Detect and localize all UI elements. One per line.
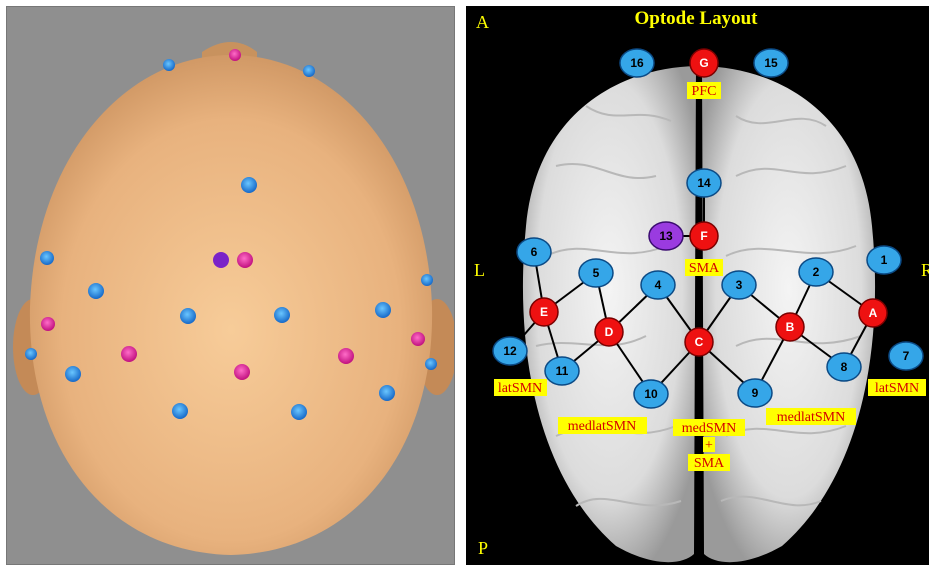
optode-marker <box>379 385 395 401</box>
detector-3: 3 <box>722 271 756 299</box>
svg-text:D: D <box>605 325 614 339</box>
posterior-marker: P <box>478 538 488 558</box>
detector-1: 1 <box>867 246 901 274</box>
svg-text:16: 16 <box>630 56 644 70</box>
detector-6: 6 <box>517 238 551 266</box>
label-latsmn-left: latSMN <box>494 379 547 396</box>
detector-9: 9 <box>738 379 772 407</box>
optode-marker <box>65 366 81 382</box>
diagram-title: Optode Layout <box>635 8 759 29</box>
optode-marker <box>241 177 257 193</box>
svg-text:SMA: SMA <box>694 456 725 471</box>
detector-5: 5 <box>579 259 613 287</box>
optode-marker <box>40 251 54 265</box>
optode-marker <box>425 358 437 370</box>
detector-7: 7 <box>889 342 923 370</box>
optode-marker <box>421 274 433 286</box>
source-f: F <box>690 222 718 250</box>
detector-8: 8 <box>827 353 861 381</box>
optode-layout-diagram: Optode Layout A P L R 1 2 3 4 5 6 7 8 9 … <box>466 6 929 565</box>
optode-marker <box>303 65 315 77</box>
anterior-marker: A <box>476 12 489 32</box>
svg-text:latSMN: latSMN <box>875 381 919 396</box>
svg-text:14: 14 <box>697 176 711 190</box>
optode-marker <box>172 403 188 419</box>
head-model-panel <box>6 6 455 565</box>
detector-15: 15 <box>754 49 788 77</box>
left-marker: L <box>474 260 485 280</box>
svg-text:PFC: PFC <box>692 84 717 99</box>
right-marker: R <box>921 260 929 280</box>
svg-text:11: 11 <box>556 364 569 378</box>
optode-marker <box>163 59 175 71</box>
svg-text:B: B <box>786 320 795 334</box>
source-a: A <box>859 299 887 327</box>
head-shape <box>30 55 432 555</box>
optode-marker <box>338 348 354 364</box>
source-c: C <box>685 328 713 356</box>
detector-12: 12 <box>493 337 527 365</box>
svg-text:8: 8 <box>841 360 848 374</box>
brain-illustration <box>523 66 875 562</box>
detector-2: 2 <box>799 258 833 286</box>
svg-text:3: 3 <box>736 278 743 292</box>
label-pfc: PFC <box>687 82 721 99</box>
svg-text:medSMN: medSMN <box>682 421 736 436</box>
svg-text:F: F <box>700 229 707 243</box>
label-latsmn-right: latSMN <box>868 379 926 396</box>
optode-marker <box>41 317 55 331</box>
svg-text:latSMN: latSMN <box>498 381 542 396</box>
svg-text:12: 12 <box>503 344 517 358</box>
source-d: D <box>595 318 623 346</box>
optode-marker <box>234 364 250 380</box>
detector-14: 14 <box>687 169 721 197</box>
svg-text:C: C <box>695 335 704 349</box>
detector-10: 10 <box>634 380 668 408</box>
optode-marker <box>411 332 425 346</box>
svg-text:15: 15 <box>764 56 778 70</box>
svg-text:medlatSMN: medlatSMN <box>777 410 845 425</box>
optode-marker-purple <box>213 252 229 268</box>
source-e: E <box>530 298 558 326</box>
svg-text:E: E <box>540 305 548 319</box>
svg-text:5: 5 <box>593 266 600 280</box>
svg-text:G: G <box>699 56 708 70</box>
optode-marker <box>237 252 253 268</box>
label-medlatsmn-right: medlatSMN <box>766 408 856 425</box>
svg-text:9: 9 <box>752 386 759 400</box>
detector-4: 4 <box>641 271 675 299</box>
optode-marker <box>180 308 196 324</box>
optode-layout-panel: Optode Layout A P L R 1 2 3 4 5 6 7 8 9 … <box>466 6 929 565</box>
svg-text:13: 13 <box>659 229 673 243</box>
detector-11: 11 <box>545 357 579 385</box>
source-b: B <box>776 313 804 341</box>
head-model-illustration <box>7 7 454 564</box>
svg-text:4: 4 <box>655 278 662 292</box>
detector-13: 13 <box>649 222 683 250</box>
optode-marker <box>291 404 307 420</box>
label-sma: SMA <box>685 259 723 276</box>
svg-text:SMA: SMA <box>689 261 720 276</box>
optode-marker <box>274 307 290 323</box>
svg-text:2: 2 <box>813 265 820 279</box>
svg-text:7: 7 <box>903 349 910 363</box>
svg-text:10: 10 <box>644 387 658 401</box>
optode-marker <box>121 346 137 362</box>
svg-text:1: 1 <box>881 253 888 267</box>
source-g: G <box>690 49 718 77</box>
optode-marker <box>229 49 241 61</box>
svg-text:6: 6 <box>531 245 538 259</box>
optode-marker <box>375 302 391 318</box>
svg-text:A: A <box>869 306 878 320</box>
label-medlatsmn-left: medlatSMN <box>558 417 647 434</box>
svg-text:medlatSMN: medlatSMN <box>568 419 636 434</box>
optode-marker <box>25 348 37 360</box>
optode-marker <box>88 283 104 299</box>
svg-text:+: + <box>705 438 713 453</box>
detector-16: 16 <box>620 49 654 77</box>
